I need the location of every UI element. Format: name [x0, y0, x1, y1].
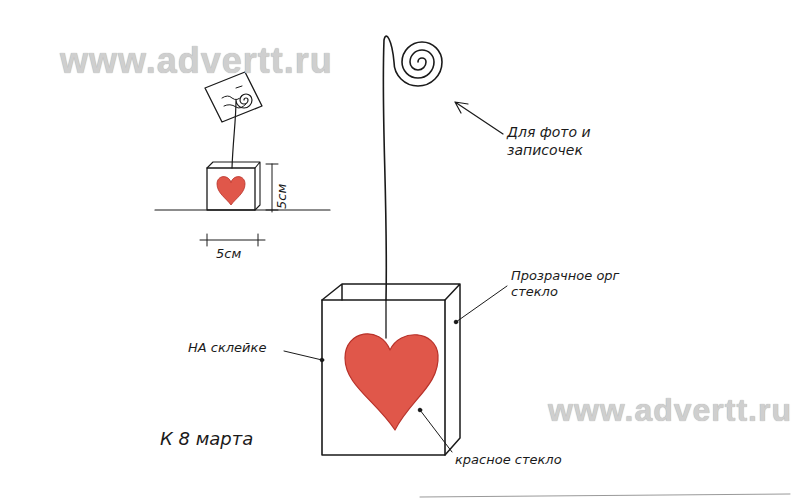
cube-front — [322, 300, 445, 455]
dimension-line — [200, 234, 265, 246]
callout-note: Прозрачное орг стекло — [511, 268, 629, 301]
small-cube-back — [207, 162, 260, 210]
leader-dot — [454, 320, 458, 324]
small-spiral-wire — [232, 94, 252, 168]
small-cube-front — [207, 168, 255, 210]
watermark: www.advertt.ru — [548, 390, 792, 430]
small-heart — [217, 177, 245, 205]
ground-line — [155, 209, 330, 210]
callout-note: НА склейке — [188, 340, 266, 356]
wire-stub — [385, 300, 386, 338]
cube-back — [322, 284, 460, 455]
spiral-wire — [383, 36, 442, 300]
leader-arrow — [455, 102, 503, 134]
caption-note: К 8 марта — [160, 428, 253, 451]
callout-note: красное стекло — [455, 452, 562, 468]
paper-edge — [420, 494, 790, 497]
watermark: www.advertt.ru — [60, 38, 333, 83]
callout-note: Для фото и записочек — [507, 124, 625, 159]
leader-dot — [320, 358, 324, 362]
leader-line — [420, 410, 452, 452]
dimension-label: 5см — [274, 184, 290, 209]
dimension-label: 5см — [216, 246, 241, 262]
leader-line — [284, 351, 322, 360]
note-scribble — [222, 86, 246, 108]
leader-dot — [418, 408, 422, 412]
leader-line — [456, 286, 507, 322]
